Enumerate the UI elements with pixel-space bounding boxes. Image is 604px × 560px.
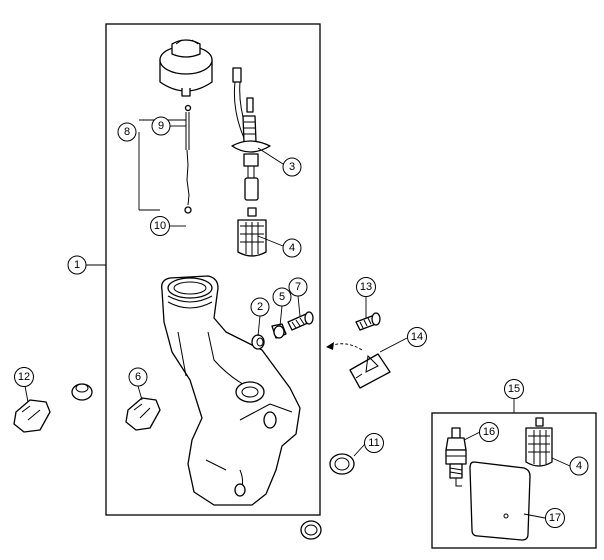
svg-text:3: 3	[289, 161, 295, 173]
callout-10: 10	[150, 216, 170, 236]
callout-2: 2	[250, 297, 270, 317]
svg-text:4: 4	[289, 242, 295, 254]
callout-4: 4	[282, 238, 302, 258]
callout-4-kit: 4	[569, 456, 589, 476]
callout-13: 13	[356, 277, 376, 297]
spacer-5[interactable]	[271, 323, 287, 339]
fuel-tank[interactable]	[161, 275, 301, 506]
grommet-6[interactable]	[125, 397, 161, 431]
svg-text:11: 11	[368, 437, 379, 449]
svg-text:7: 7	[295, 281, 301, 293]
callout-16: 16	[479, 422, 499, 442]
plug-a[interactable]	[71, 383, 93, 401]
svg-text:17: 17	[549, 512, 561, 524]
svg-text:2: 2	[257, 301, 263, 313]
leader-lines	[24, 119, 571, 519]
callout-3: 3	[282, 157, 302, 177]
svg-text:12: 12	[18, 371, 30, 383]
screw-13[interactable]	[355, 312, 381, 331]
svg-text:6: 6	[135, 371, 141, 383]
assembly-box-fuel-tank	[105, 23, 321, 516]
svg-text:14: 14	[411, 331, 423, 343]
callout-5: 5	[272, 287, 292, 307]
air-filter[interactable]	[469, 461, 531, 541]
fuel-filter[interactable]	[237, 207, 267, 257]
label-arrow-head	[326, 342, 334, 350]
screw-7[interactable]	[287, 311, 314, 331]
callout-1: 1	[67, 255, 87, 275]
callout-9: 9	[151, 116, 171, 136]
fuel-filter-kit[interactable]	[525, 417, 553, 467]
callout-6: 6	[128, 367, 148, 387]
svg-text:4: 4	[576, 460, 582, 472]
svg-text:10: 10	[154, 220, 166, 232]
retaining-cord[interactable]	[184, 104, 192, 214]
fuel-cap[interactable]	[159, 39, 213, 97]
callout-11: 11	[364, 433, 384, 453]
warning-label[interactable]	[349, 353, 391, 389]
svg-text:8: 8	[124, 126, 130, 138]
callout-15: 15	[504, 379, 524, 399]
svg-text:1: 1	[74, 259, 80, 271]
svg-text:13: 13	[360, 281, 372, 293]
grommet-12[interactable]	[13, 399, 51, 433]
label-placement-arrow	[329, 343, 363, 351]
callout-17: 17	[545, 508, 565, 528]
svg-text:15: 15	[508, 383, 520, 395]
callout-7: 7	[288, 277, 308, 297]
callout-12: 12	[14, 367, 34, 387]
svg-text:9: 9	[158, 120, 164, 132]
callout-8: 8	[117, 122, 137, 142]
grommet-11[interactable]	[329, 453, 355, 475]
grommet-2[interactable]	[251, 334, 265, 350]
callout-14: 14	[407, 327, 427, 347]
spark-plug[interactable]	[445, 427, 467, 487]
grommet-bottom[interactable]	[300, 520, 322, 540]
svg-text:16: 16	[483, 426, 495, 438]
svg-text:5: 5	[279, 291, 285, 303]
fuel-hose[interactable]	[231, 67, 271, 201]
